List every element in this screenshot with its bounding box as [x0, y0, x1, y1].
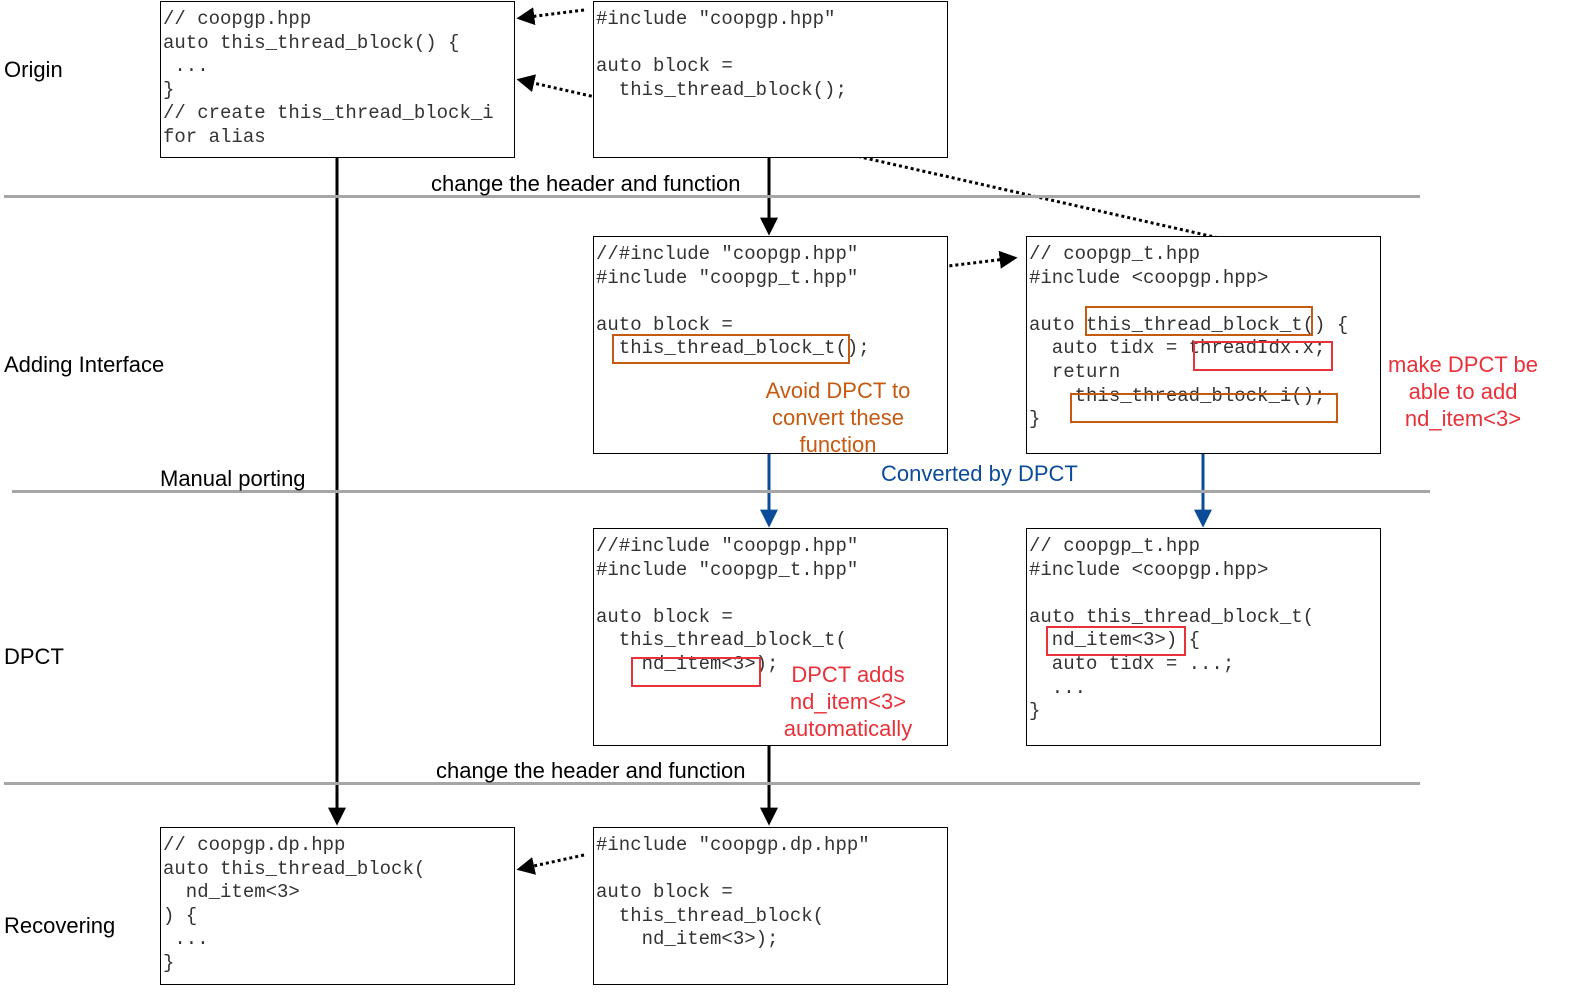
- code-box-origin-usage: #include "coopgp.hpp" auto block = this_…: [593, 1, 948, 158]
- note-make-dpct-line: nd_item<3>: [1404, 406, 1522, 431]
- code-box-interface-header: // coopgp_t.hpp #include <coopgp.hpp> au…: [1026, 236, 1381, 454]
- note-make-dpct: make DPCT be able to add nd_item<3>: [1380, 351, 1546, 432]
- note-dpct-adds: DPCT adds nd_item<3> automatically: [768, 661, 928, 742]
- code-text-recover-usage: #include "coopgp.dp.hpp" auto block = th…: [596, 834, 870, 951]
- note-dpct-adds-line: automatically: [783, 716, 913, 741]
- highlight-this-thread-block-i: [1070, 393, 1338, 423]
- stage-label-origin: Origin: [4, 57, 63, 82]
- note-avoid-dpct-line: Avoid DPCT to: [765, 378, 911, 403]
- separator-adding-interface: [12, 490, 1430, 493]
- label-converted-by-dpct: Converted by DPCT: [881, 461, 1078, 486]
- code-box-recover-header: // coopgp.dp.hpp auto this_thread_block(…: [160, 827, 515, 985]
- label-change-header-bottom: change the header and function: [436, 758, 746, 783]
- include-ref-recover: [516, 853, 585, 875]
- code-box-origin-header: // coopgp.hpp auto this_thread_block() {…: [160, 1, 515, 158]
- code-text-recover-header: // coopgp.dp.hpp auto this_thread_block(…: [163, 834, 426, 974]
- separator-dpct: [4, 782, 1420, 785]
- separator-origin: [4, 195, 1420, 198]
- code-text-dpct-header: // coopgp_t.hpp #include <coopgp.hpp> au…: [1029, 535, 1315, 723]
- label-manual-porting: Manual porting: [160, 466, 306, 491]
- stage-label-recovering: Recovering: [4, 913, 116, 938]
- note-avoid-dpct-line: convert these: [771, 405, 905, 430]
- code-box-interface-usage: //#include "coopgp.hpp" #include "coopgp…: [593, 236, 948, 454]
- stage-label-adding-interface: Adding Interface: [4, 352, 165, 377]
- highlight-this-thread-block-t-def: [1085, 306, 1313, 336]
- code-text-origin-header: // coopgp.hpp auto this_thread_block() {…: [163, 8, 494, 148]
- note-make-dpct-line: able to add: [1408, 379, 1518, 404]
- code-text-origin-usage: #include "coopgp.hpp" auto block = this_…: [596, 8, 847, 101]
- code-text-dpct-usage: //#include "coopgp.hpp" #include "coopgp…: [596, 535, 859, 675]
- highlight-threadidx: [1193, 341, 1333, 371]
- code-box-dpct-header: // coopgp_t.hpp #include <coopgp.hpp> au…: [1026, 528, 1381, 746]
- highlight-nd-item-call: [631, 657, 761, 687]
- code-text-interface-usage: //#include "coopgp.hpp" #include "coopgp…: [596, 243, 870, 360]
- code-box-dpct-usage: //#include "coopgp.hpp" #include "coopgp…: [593, 528, 948, 746]
- stage-label-dpct: DPCT: [4, 644, 64, 669]
- note-avoid-dpct-line: function: [799, 432, 877, 457]
- highlight-this-thread-block-t-call: [612, 334, 850, 364]
- note-dpct-adds-line: DPCT adds: [791, 662, 905, 687]
- code-box-recover-usage: #include "coopgp.dp.hpp" auto block = th…: [593, 827, 948, 985]
- note-make-dpct-line: make DPCT be: [1388, 352, 1538, 377]
- highlight-nd-item-def: [1046, 626, 1186, 656]
- note-avoid-dpct: Avoid DPCT to convert these function: [744, 377, 932, 458]
- include-ref-origin: [516, 7, 585, 26]
- label-change-header-top: change the header and function: [431, 171, 741, 196]
- note-dpct-adds-line: nd_item<3>: [789, 689, 907, 714]
